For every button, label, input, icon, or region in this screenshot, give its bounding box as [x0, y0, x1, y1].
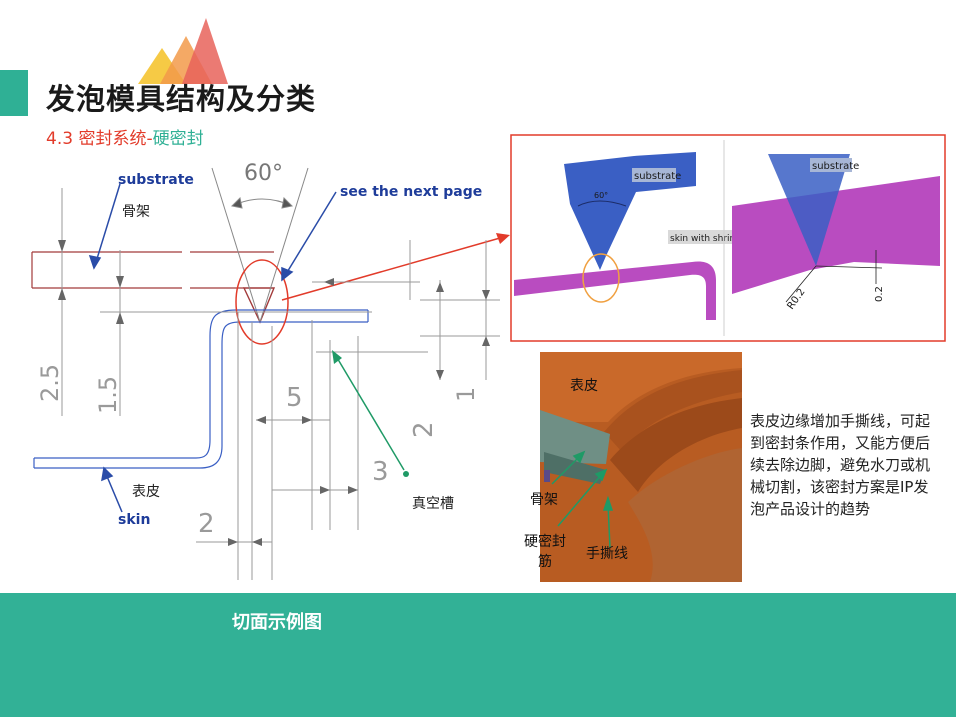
inset-left-view: substrate 60° skin with shrinkage: [514, 152, 758, 320]
dim-5: 5: [286, 383, 303, 413]
subtitle-prefix: 4.3 密封系统-: [46, 129, 153, 149]
skin-part: [33, 309, 369, 469]
subtitle-highlight: 硬密封: [152, 129, 204, 149]
inset-pointer-arrow: [281, 233, 510, 301]
render-seal-rib-label-2: 筋: [538, 553, 552, 570]
dim-2-5: 2.5: [36, 364, 64, 402]
vacuum-groove-label: 真空槽: [412, 496, 454, 512]
dim-2-right: 2: [409, 421, 439, 438]
inset-right-view: substrate R0.2 0.2: [732, 154, 940, 312]
page-title: 发泡模具结构及分类: [46, 82, 317, 116]
dimension-lines: [61, 188, 500, 580]
left-accent-bar: [0, 70, 28, 116]
substrate-label-en: substrate: [118, 172, 194, 188]
footer-caption: 切面示例图: [232, 612, 322, 633]
substrate-part: [31, 251, 274, 289]
render-arrows: [551, 450, 614, 549]
seal-detail-inset: substrate 60° skin with shrinkage substr…: [510, 134, 946, 342]
seal-rib: [242, 287, 276, 324]
inset-angle-small: 60°: [594, 191, 608, 200]
dim-3: 3: [372, 457, 389, 487]
page-subtitle: 4.3 密封系统-硬密封: [46, 124, 204, 149]
description-text: 表皮边缘增加手撕线，可起到密封条作用，又能方便后续去除边脚，避免水刀或机械切割，…: [750, 412, 931, 518]
render-skin-label: 表皮: [570, 378, 598, 394]
dimension-arrows: [58, 240, 490, 546]
dim-1: 1: [452, 387, 480, 402]
angle-label: 60°: [244, 161, 283, 186]
skin-label-cn: 表皮: [132, 484, 160, 500]
footer-band: [0, 593, 956, 717]
substrate-label-cn: 骨架: [122, 204, 150, 220]
angle-guide: [211, 167, 309, 323]
dim-1-5: 1.5: [94, 376, 122, 414]
inset-d02: 0.2: [874, 286, 885, 302]
see-next-page-label: see the next page: [340, 184, 482, 200]
skin-label-en: skin: [118, 512, 150, 528]
seal-highlight-circle: [235, 259, 289, 345]
vacuum-groove-arrow: [332, 350, 409, 477]
render-seal-rib-label-1: 硬密封: [524, 533, 566, 550]
render-substrate-label: 骨架: [530, 492, 558, 508]
seal-product-render: 表皮 骨架 硬密封 筋 手撕线: [510, 352, 744, 584]
inset-substrate-right: substrate: [812, 161, 859, 172]
dim-2-bottom: 2: [198, 509, 215, 539]
render-tear-line-label: 手撕线: [586, 546, 628, 562]
label-arrows: [88, 183, 337, 513]
inset-skin-shrinkage: skin with shrinkage: [670, 234, 758, 244]
inset-substrate-left: substrate: [634, 171, 681, 182]
seal-cross-section-drawing: 60°: [31, 161, 510, 580]
logo-triangles: [138, 18, 228, 84]
